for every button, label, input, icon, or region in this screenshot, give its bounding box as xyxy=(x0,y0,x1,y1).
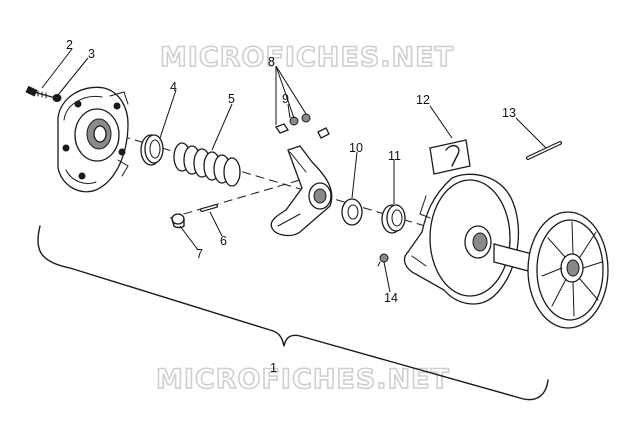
roller-part xyxy=(171,213,185,229)
callout-6-label: 6 xyxy=(220,234,227,248)
callout-leaders xyxy=(41,48,547,293)
spider-cover-plate xyxy=(57,86,129,193)
callout-13-label: 13 xyxy=(502,106,516,120)
callout-7-label: 7 xyxy=(196,247,203,261)
spring-part xyxy=(173,142,241,187)
bolt-part xyxy=(25,85,53,99)
weight-arm-part xyxy=(270,145,333,237)
fixed-sheave-part xyxy=(493,211,609,329)
washer-part xyxy=(52,94,62,102)
nut-14-part xyxy=(377,253,389,267)
callout-4-label: 4 xyxy=(170,80,177,94)
bushing-part xyxy=(140,134,164,166)
washer-10-part xyxy=(341,198,363,226)
assembly-bracket xyxy=(37,225,549,401)
callout-12-label: 12 xyxy=(416,93,430,107)
roller-nuts-set xyxy=(275,113,330,139)
callout-assembly-label: 1 xyxy=(270,361,277,375)
callout-10-label: 10 xyxy=(349,141,363,155)
callout-11-label: 11 xyxy=(388,149,401,163)
callout-8-label: 8 xyxy=(268,55,275,69)
callout-14-label: 14 xyxy=(384,291,398,305)
callout-3-label: 3 xyxy=(88,47,95,61)
callout-5-label: 5 xyxy=(228,92,235,106)
shaft-13-part xyxy=(526,141,562,160)
moveable-sheave-part xyxy=(403,173,519,305)
pin-part xyxy=(200,204,218,212)
bushing-11-part xyxy=(381,204,406,234)
watermark-top: MICROFICHES.NET xyxy=(160,42,454,73)
clip-tag-part xyxy=(429,139,471,175)
pin-axis-line xyxy=(169,179,301,219)
callout-9-label: 9 xyxy=(282,92,289,106)
watermark-bottom: MICROFICHES.NET xyxy=(156,364,450,395)
callout-1-label: 2 xyxy=(66,38,73,52)
